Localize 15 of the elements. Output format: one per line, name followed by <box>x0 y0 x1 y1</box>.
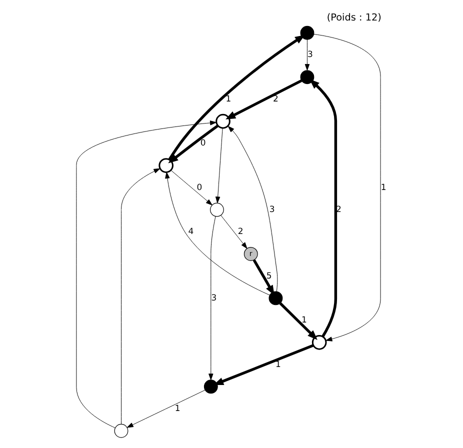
edge-label: 2 <box>238 226 244 236</box>
edge-label: 1 <box>380 182 386 192</box>
edge-label: 1 <box>275 358 281 369</box>
edge-label: 1 <box>301 314 307 325</box>
edge-label: 5 <box>266 270 272 280</box>
edge-label: 4 <box>188 226 194 236</box>
edge-label: 0 <box>196 182 202 192</box>
diagram-title: (Poids : 12) <box>326 12 382 24</box>
edge-label: 1 <box>226 93 232 104</box>
edge-label: 0 <box>200 138 206 148</box>
edge-label: 1 <box>174 403 180 413</box>
edge-label: 3 <box>211 292 217 302</box>
edge-label: 3 <box>308 49 313 60</box>
edge-label: 3 <box>269 204 275 214</box>
edge-label: 2 <box>273 93 278 104</box>
